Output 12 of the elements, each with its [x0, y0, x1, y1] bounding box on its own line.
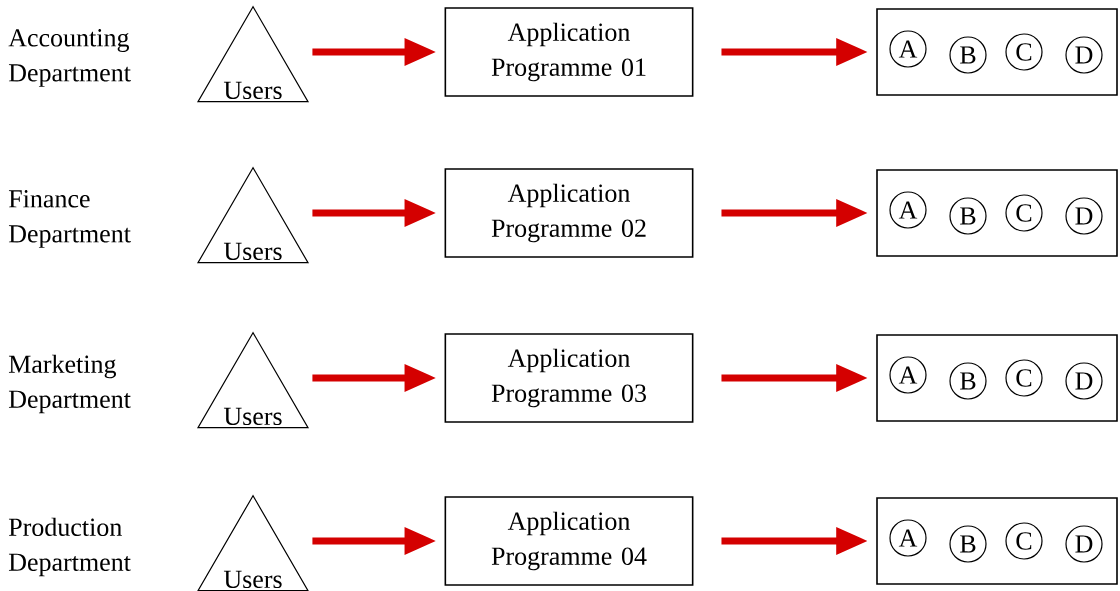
container-box [876, 334, 1118, 422]
department-label: Marketing Department [8, 354, 131, 414]
programme-box: Application Programme 04 [444, 496, 694, 586]
department-label: Accounting Department [8, 29, 131, 87]
department-label: Finance Department [8, 190, 131, 248]
programme-box: Application Programme 02 [444, 168, 694, 258]
programme-box: Application Programme 03 [444, 333, 694, 423]
container-box [876, 169, 1118, 257]
container-box [876, 497, 1118, 585]
container-box [876, 8, 1118, 96]
programme-box: Application Programme 01 [444, 7, 694, 97]
department-label: Production Department [8, 517, 131, 577]
